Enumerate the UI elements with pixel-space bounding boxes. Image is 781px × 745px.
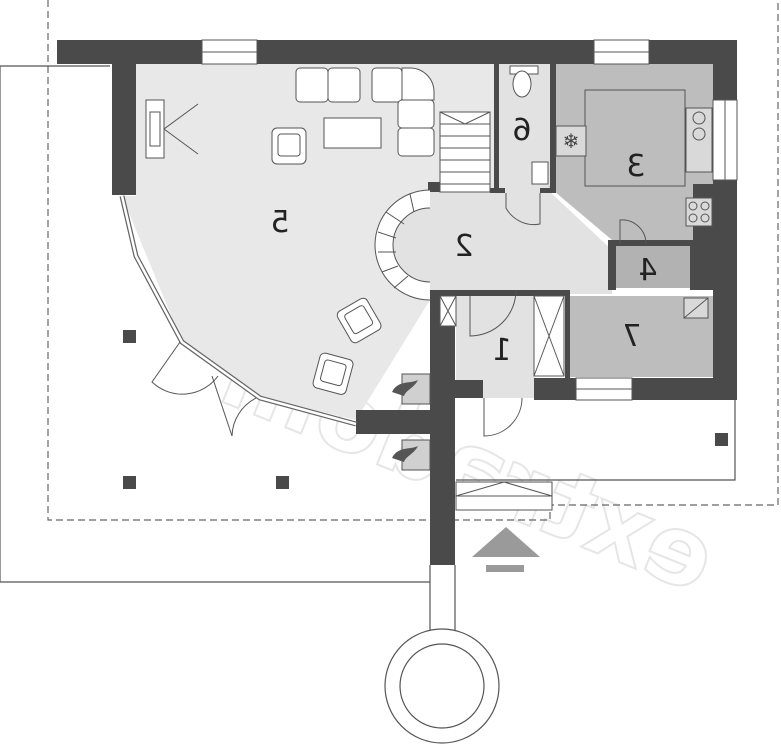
entrance-arrow-icon [472, 527, 540, 572]
armchair-icon-2 [336, 297, 382, 344]
table-icon [323, 117, 382, 149]
stove-icon [688, 201, 698, 211]
room-6-label: 6 [512, 113, 531, 148]
room-4-label: 4 [638, 253, 657, 288]
windows [201, 39, 738, 401]
sink-icon [692, 111, 706, 125]
fireplace-icon [392, 373, 431, 471]
tv-icon [145, 99, 199, 159]
room-1-floor [456, 296, 534, 398]
room-3-label: 3 [626, 149, 645, 184]
terrace-outline [0, 65, 430, 583]
terrace-outline-right [456, 400, 736, 481]
kitchen-counter [584, 89, 713, 227]
room-2-floor [430, 190, 612, 294]
room-6-floor [498, 64, 552, 190]
room-5-label: 5 [270, 205, 289, 240]
room-7-floor [567, 296, 713, 377]
walkway [384, 565, 500, 744]
glazed-wall-inner [120, 195, 357, 426]
room-1-label: 1 [492, 333, 511, 368]
room-2-label: 2 [454, 229, 473, 264]
armchair-icon [271, 127, 307, 165]
armchair-icon-3 [312, 352, 354, 395]
bath-sink-icon [531, 161, 549, 185]
terrace-doors [151, 341, 257, 437]
columns [123, 330, 728, 489]
stair-icon [439, 111, 491, 193]
freezer-icon: ❄ [555, 125, 587, 157]
wardrobe [439, 295, 565, 377]
doors [469, 193, 647, 437]
svg-text:❄: ❄ [563, 129, 580, 153]
sofa-icon [295, 67, 435, 157]
entrance-step [455, 481, 553, 511]
room-4-floor [614, 244, 692, 288]
spiral-stair [374, 189, 431, 301]
room-labels: 5 2 6 3 4 7 1 [270, 113, 657, 368]
upper-floor-outline [47, 0, 779, 521]
room-7-label: 7 [622, 319, 641, 354]
toilet-icon [509, 65, 539, 98]
